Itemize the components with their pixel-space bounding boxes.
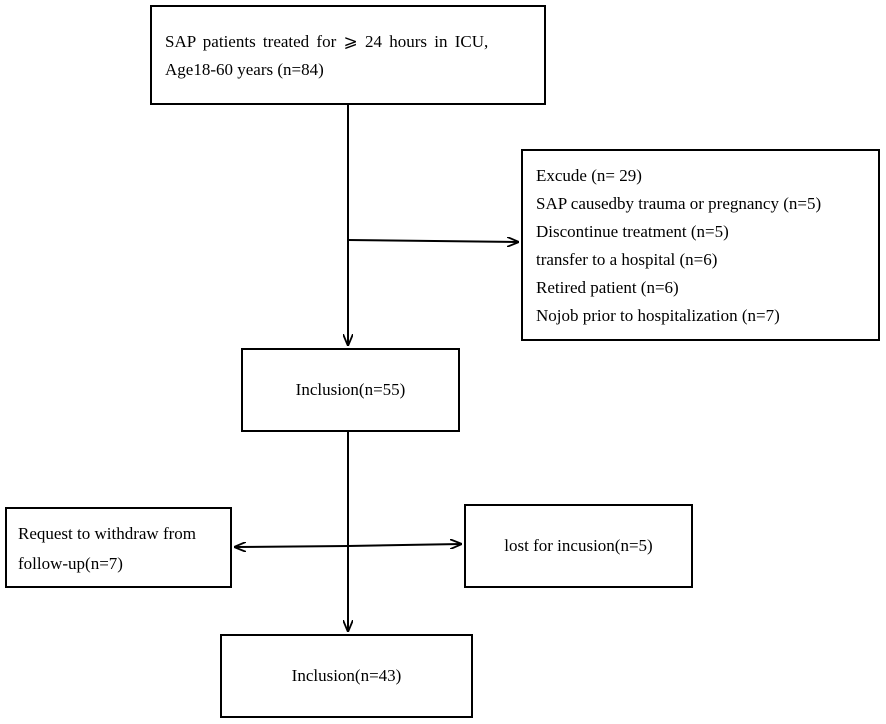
exclusion-item: Nojob prior to hospitalization (n=7) [536, 306, 780, 325]
withdraw-box: Request to withdraw from follow-up(n=7) [5, 507, 232, 588]
withdraw-text-line2: follow-up(n=7) [18, 554, 123, 573]
inclusion-final-label: Inclusion(n=43) [291, 666, 402, 685]
lost-label: lost for incusion(n=5) [504, 536, 653, 555]
inclusion-box-final: Inclusion(n=43) [220, 634, 473, 718]
enrollment-box: SAP patients treated for ⩾ 24 hours in I… [150, 5, 546, 105]
arrow-to-lost [347, 544, 461, 546]
enrollment-age-text: Age18-60 years (n=84) [165, 60, 324, 79]
exclusion-item: Discontinue treatment (n=5) [536, 222, 729, 241]
exclusion-item: Retired patient (n=6) [536, 278, 679, 297]
exclusion-item: transfer to a hospital (n=6) [536, 250, 718, 269]
exclusion-box: Excude (n= 29) SAP causedby trauma or pr… [521, 149, 880, 341]
withdraw-text-line1: Request to withdraw from [18, 524, 196, 543]
inclusion-box-first: Inclusion(n=55) [241, 348, 460, 432]
exclusion-header: Excude (n= 29) [536, 166, 642, 185]
arrow-to-withdraw [235, 546, 349, 547]
exclusion-item: SAP causedby trauma or pregnancy (n=5) [536, 194, 822, 213]
inclusion-first-label: Inclusion(n=55) [295, 380, 406, 399]
enrollment-criteria-text: SAP patients treated for ⩾ 24 hours in I… [165, 32, 489, 51]
arrow-to-exclude [347, 240, 518, 242]
lost-box: lost for incusion(n=5) [464, 504, 693, 588]
